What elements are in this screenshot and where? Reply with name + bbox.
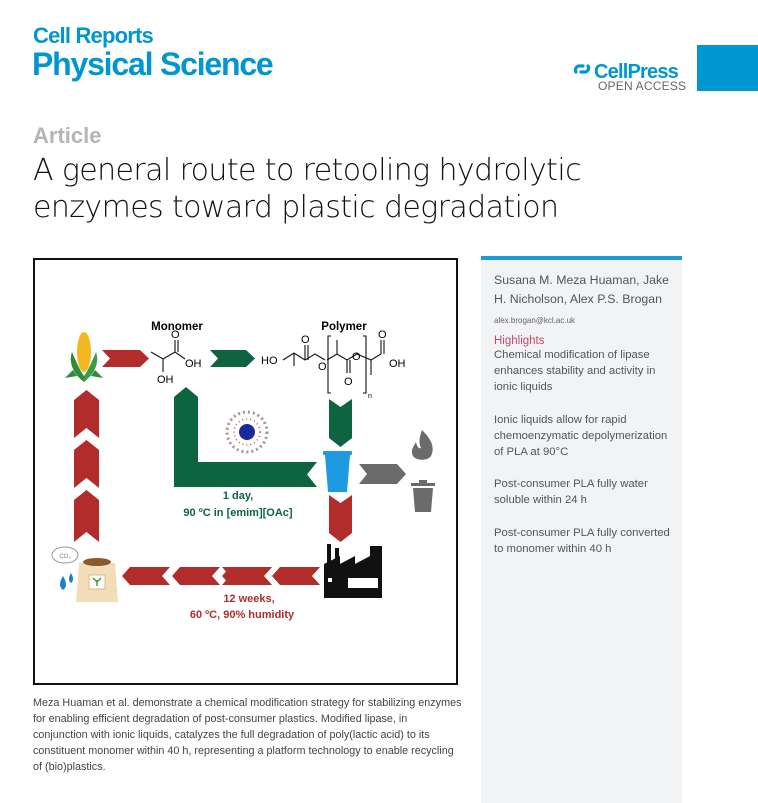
red-arrow-corn-to-monomer — [102, 350, 149, 367]
polymer-o-2: O — [318, 361, 327, 373]
co2-cloud-icon — [51, 546, 79, 564]
monomer-label: Monomer — [151, 321, 203, 333]
journal-name-line1: Cell Reports — [33, 23, 154, 48]
highlight-item: Ionic liquids allow for rapid chemoenzym… — [494, 413, 668, 459]
factory-icon — [324, 544, 382, 598]
article-info-sidebar: Susana M. Meza Huaman, Jake H. Nicholson… — [481, 256, 682, 803]
trash-icon — [411, 480, 435, 512]
highlight-item: Post-consumer PLA fully converted to mon… — [494, 526, 670, 555]
co2-label: CO₂ — [59, 554, 71, 560]
red-arrows-factory-to-compost — [122, 567, 320, 585]
correspondence-email[interactable]: alex.brogan@kcl.ac.uk — [494, 316, 576, 325]
polymer-o-1: O — [301, 334, 310, 346]
corn-icon — [65, 332, 103, 382]
lactic-acid-structure — [150, 340, 186, 372]
green-condition-line1: 1 day, — [223, 490, 253, 502]
gray-arrow-to-waste — [359, 464, 406, 484]
red-condition-line2: 60 ºC, 90% humidity — [190, 609, 295, 621]
polymer-ho: HO — [261, 355, 278, 367]
highlights-heading: Highlights — [494, 335, 545, 347]
cellpress-logo: CellPress — [573, 60, 679, 84]
highlight-item: Post-consumer PLA fully water soluble wi… — [494, 478, 648, 507]
graphical-abstract: Monomer Polymer O OH OH HO O O O O O OH … — [33, 258, 458, 685]
cellpress-logo-icon — [573, 64, 591, 74]
monomer-oh-2: OH — [157, 374, 174, 386]
green-condition-line2: 90 ºC in [emim][OAc] — [183, 507, 292, 519]
open-access-label: OPEN ACCESS — [598, 79, 687, 93]
enzyme-icon — [225, 410, 269, 454]
pla-structure — [282, 335, 385, 394]
polymer-n: n — [368, 393, 372, 400]
monomer-o: O — [171, 329, 180, 341]
article-type: Article — [33, 123, 102, 148]
publisher-name: CellPress — [594, 61, 679, 83]
polymer-o-4: O — [344, 376, 353, 388]
etoc-summary: Meza Huaman et al. demonstrate a chemica… — [33, 697, 462, 773]
polymer-o-3: O — [352, 351, 361, 363]
red-arrows-compost-to-corn — [74, 390, 99, 542]
green-l-arrow-degradation — [174, 387, 317, 487]
red-arrow-cup-to-factory — [329, 495, 352, 542]
polymer-o-5: O — [378, 329, 387, 341]
brand-color-block — [697, 45, 758, 91]
compost-bag-icon — [76, 558, 118, 602]
cup-icon — [323, 451, 352, 492]
monomer-oh-1: OH — [185, 358, 202, 370]
fire-icon — [411, 430, 433, 460]
polymer-label: Polymer — [321, 321, 367, 333]
green-arrow-monomer-to-polymer — [210, 350, 255, 367]
authors: Susana M. Meza Huaman, Jake H. Nicholson… — [494, 273, 669, 306]
red-condition-line1: 12 weeks, — [223, 593, 274, 605]
journal-name-line2: Physical Science — [32, 46, 274, 82]
water-drops-icon — [60, 573, 73, 590]
green-arrow-polymer-to-cup — [329, 399, 352, 447]
graphical-abstract-diagram: Monomer Polymer O OH OH HO O O O O O OH … — [51, 321, 435, 621]
highlight-item: Chemical modification of lipase enhances… — [494, 349, 656, 394]
polymer-oh: OH — [389, 358, 406, 370]
article-title: A general route to retooling hydrolytic … — [33, 153, 582, 225]
